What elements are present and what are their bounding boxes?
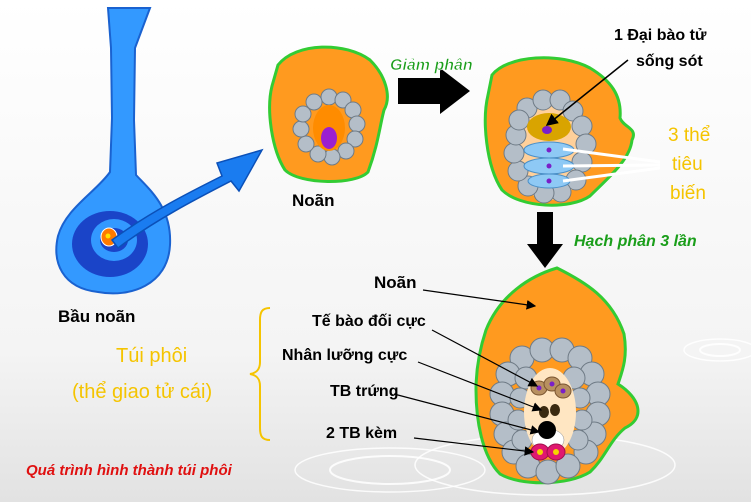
diagram-caption: Quá trình hình thành túi phôi [26,462,233,479]
survivor-label-line1: 1 Đại bào tử [614,27,707,44]
ovule-1-nucleus [321,127,337,149]
synergids-pointer [413,437,535,456]
ovule-bottom-pointer [422,289,537,310]
meiosis-label: Giảm phân [390,57,473,74]
embryo-sac-cell-cluster [489,337,611,485]
egg-cell-label: TB trứng [330,383,398,400]
survivor-pointer [545,59,629,126]
ovary-label: Bầu noãn [58,307,135,326]
degenerate-label-line2: tiêu [672,154,703,175]
mitosis-label: Hạch phân 3 lần [574,233,697,250]
degenerate-label-line1: 3 thể [668,125,710,146]
meiosis-arrow [398,68,470,114]
synergids-label: 2 TB kèm [326,425,397,442]
antipodal-pointer [431,329,539,387]
ovule-2-megaspore-ring [503,89,597,204]
degenerate-label-line3: biến [670,183,706,204]
degeneration-pointers [562,147,661,183]
polar-nuclei-pointer [417,361,543,412]
ovule-1-megaspore-ring [292,88,366,166]
antipodal-label: Tế bào đối cực [312,313,426,330]
egg-cell-pointer [393,393,541,435]
ovule-1 [268,45,389,183]
zoom-arrow [110,148,264,250]
ovule-label-bottom: Noãn [374,273,417,292]
mature-ovule [474,266,640,485]
embryo-sac-label-line2: (thể giao tử cái) [72,381,212,403]
ovule-label-top: Noãn [292,191,335,210]
polar-nuclei-label: Nhân lưỡng cực [282,347,407,364]
embryo-sac-label-line1: Túi phôi [116,345,187,367]
survivor-label-line2: sống sót [636,53,703,70]
ovule-2 [483,56,661,207]
egg-cell-nucleus [538,421,556,439]
embryo-sac-bracket [249,307,271,441]
mitosis-arrow [527,212,563,268]
